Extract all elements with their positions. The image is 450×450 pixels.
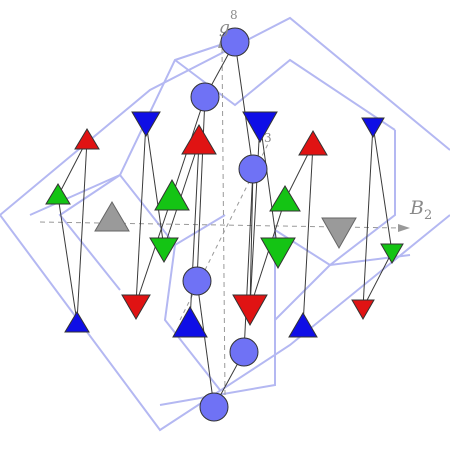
vertical-axis: [221, 44, 226, 396]
lattice-edge: [329, 254, 411, 266]
edge: [243, 168, 254, 353]
red-weights: [74, 124, 375, 327]
top-axis-label: 8: [230, 8, 238, 22]
blue-triangle-down: [131, 111, 161, 137]
lattice-edge: [274, 130, 396, 267]
green-triangle-down: [260, 237, 296, 270]
blue-triangle-up: [64, 311, 90, 333]
edge: [163, 141, 200, 249]
edge: [135, 121, 147, 305]
blue-triangle-down: [361, 117, 385, 138]
mid-label: 3: [264, 131, 272, 145]
blue-triangle-up: [172, 305, 208, 338]
edge: [362, 124, 374, 309]
green-triangle-up: [154, 178, 190, 211]
edge: [145, 121, 165, 249]
red-triangle-up: [74, 128, 100, 150]
red-triangle-up: [298, 130, 328, 156]
edge: [196, 96, 206, 282]
edge: [362, 251, 393, 309]
blue-triangle-up: [288, 312, 318, 338]
top-axis-label-g: g: [219, 18, 230, 38]
blue-circle: [182, 266, 212, 296]
edge: [249, 199, 286, 309]
edge: [196, 280, 215, 408]
edge: [372, 124, 393, 253]
gray-triangle-down: [321, 217, 357, 250]
blue-triangle-down: [242, 111, 278, 144]
blue-circle-weights: [182, 27, 268, 422]
edge: [57, 195, 78, 323]
lattice-outline: [0, 16, 450, 432]
green-triangle-up: [45, 183, 71, 205]
green-triangle-down: [380, 243, 404, 264]
green-triangle-up: [269, 185, 301, 212]
blue-circle: [190, 82, 220, 112]
horizontal-axis-arrowhead: [398, 224, 410, 232]
gray-weights: [94, 201, 357, 250]
green-triangle-down: [149, 237, 179, 263]
lattice-edge: [159, 320, 276, 406]
green-weights: [45, 178, 404, 270]
edge: [249, 168, 254, 309]
axis-label-b: B: [409, 197, 424, 219]
blue-circle: [238, 154, 268, 184]
red-triangle-down: [121, 294, 151, 320]
edge: [249, 121, 261, 309]
blue-circle: [220, 27, 250, 57]
axis-label-b-subscript: 2: [424, 208, 432, 223]
red-triangle-down: [351, 299, 375, 320]
lattice-edge: [58, 174, 121, 291]
edge: [135, 196, 173, 305]
blue-weights: [64, 111, 385, 338]
blue-circle: [229, 337, 259, 367]
red-triangle-down: [232, 294, 268, 327]
blue-circle: [199, 392, 229, 422]
lattice-edge: [163, 244, 221, 391]
gray-triangle-up: [94, 201, 130, 232]
red-triangle-up: [181, 124, 217, 155]
edge: [234, 41, 254, 170]
edge: [302, 143, 314, 327]
edge: [76, 139, 88, 323]
lattice-edge: [0, 16, 450, 216]
